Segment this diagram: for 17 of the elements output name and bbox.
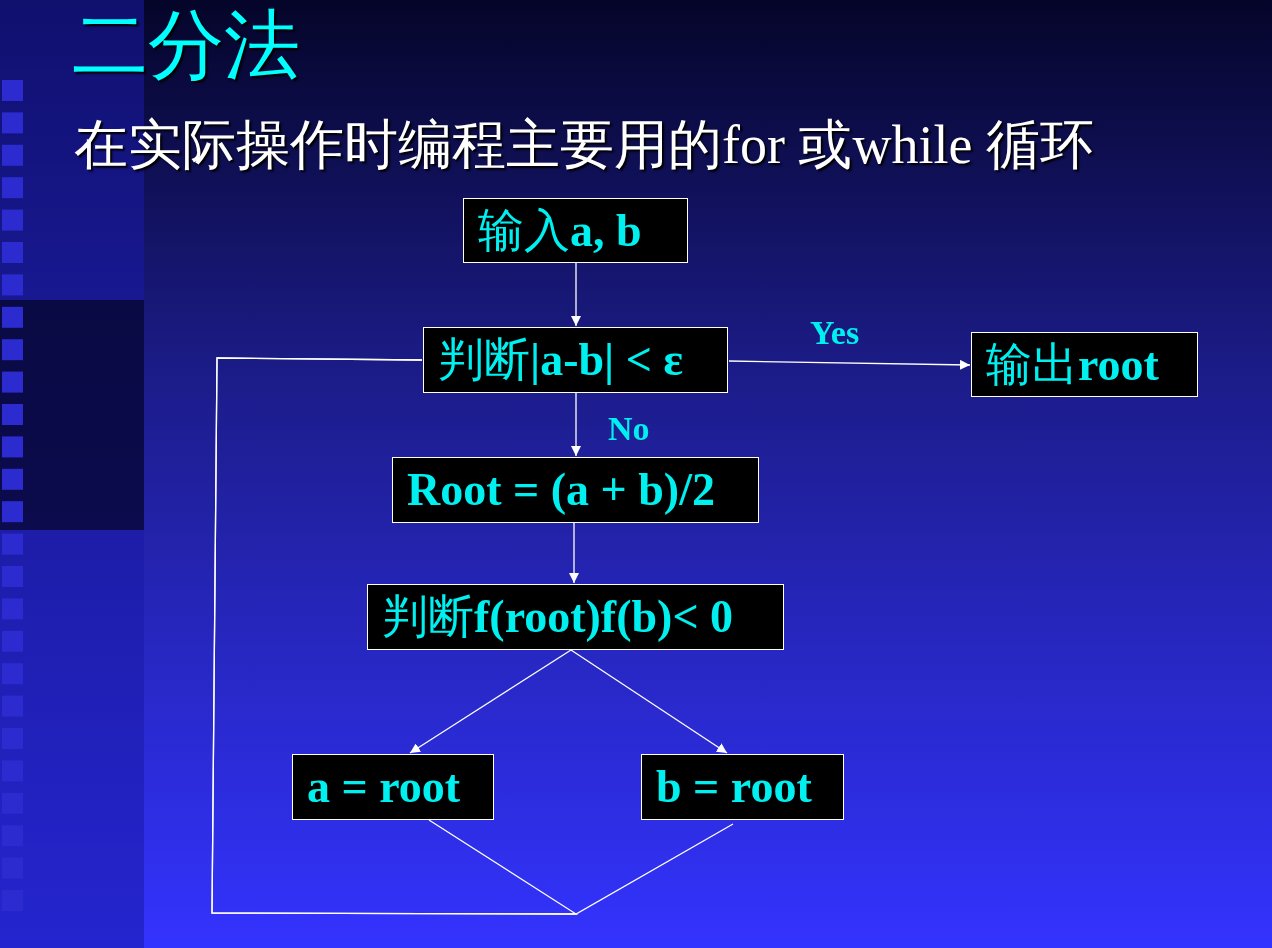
process-box: Root = (a + b)/2 bbox=[392, 457, 759, 523]
process-box: a = root bbox=[292, 754, 494, 820]
arrow bbox=[569, 522, 579, 584]
arrow bbox=[409, 649, 572, 754]
process-box: 判断f(root)f(b)< 0 bbox=[367, 584, 784, 650]
edge-label: No bbox=[608, 412, 650, 446]
arrow bbox=[728, 359, 971, 370]
subtitle: 在实际操作时编程主要用的for 或while 循环 bbox=[74, 116, 1094, 176]
process-box: 判断|a-b| < ɛ bbox=[423, 327, 728, 393]
process-box: 输入a, b bbox=[463, 198, 688, 263]
slide-title: 二分法 bbox=[72, 4, 300, 88]
process-box: b = root bbox=[641, 754, 844, 820]
arrow bbox=[571, 392, 581, 457]
arrow bbox=[571, 262, 581, 327]
process-box: 输出root bbox=[971, 332, 1198, 397]
edge-label: Yes bbox=[810, 316, 860, 350]
arrow bbox=[570, 649, 728, 754]
